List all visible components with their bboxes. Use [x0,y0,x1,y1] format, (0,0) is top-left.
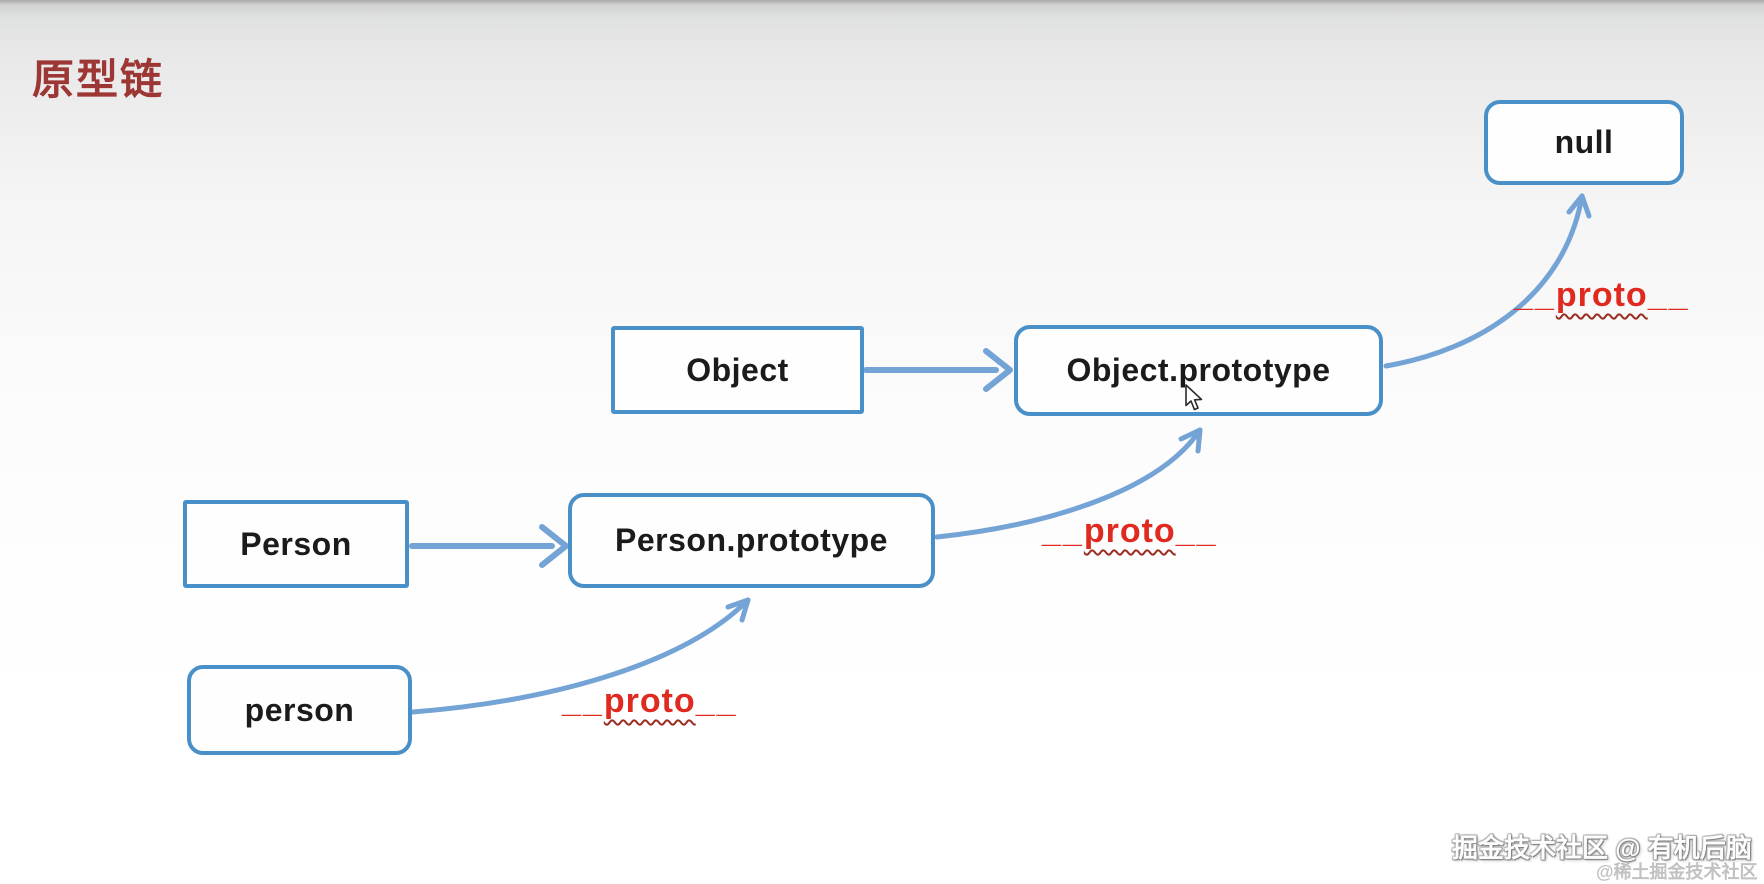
proto-label-underscore: __ [695,682,738,720]
proto-label-person-edge: __proto__ [562,682,738,721]
proto-label-underscore: __ [1647,276,1690,314]
proto-label-underscore: __ [1514,276,1556,314]
page-title: 原型链 [32,56,165,103]
node-person-instance: person [187,665,412,755]
node-object-constructor-label: Object [686,351,789,388]
node-person-constructor: Person [183,500,409,588]
arrow-proto-person-prototype-to-object-prototype [934,427,1203,540]
watermark-juejin: @稀土掘金技术社区 [1596,862,1758,882]
node-object-prototype-label: Object.prototype [1066,352,1331,388]
watermark-community: 掘金技术社区 @ 有机后脑 [1452,833,1752,863]
arrow-proto-person-to-person-prototype [410,597,751,715]
node-person-prototype: Person.prototype [568,493,935,588]
node-person-prototype-label: Person.prototype [615,522,888,558]
node-person-instance-label: person [244,691,355,728]
mouse-pointer-icon [1185,384,1203,411]
node-person-constructor-label: Person [240,525,352,562]
proto-label-underscore: __ [562,682,604,720]
node-null-label: null [1554,124,1614,160]
node-object-prototype: Object.prototype [1014,325,1383,416]
proto-label-object-prototype-edge: __proto__ [1514,276,1690,315]
node-object-constructor: Object [611,326,864,414]
arrow-proto-object-prototype-to-null [1383,193,1592,369]
proto-label-underscore: __ [1042,512,1084,550]
arrow-object-ctor-to-object-prototype [863,348,1013,392]
proto-label-underscore: __ [1175,512,1218,550]
proto-label-text: proto [603,682,696,720]
proto-label-person-prototype-edge: __proto__ [1042,512,1218,551]
arrow-person-ctor-to-person-prototype [409,524,569,568]
node-null: null [1484,100,1684,185]
proto-label-text: proto [1083,512,1176,550]
proto-label-text: proto [1555,276,1648,314]
